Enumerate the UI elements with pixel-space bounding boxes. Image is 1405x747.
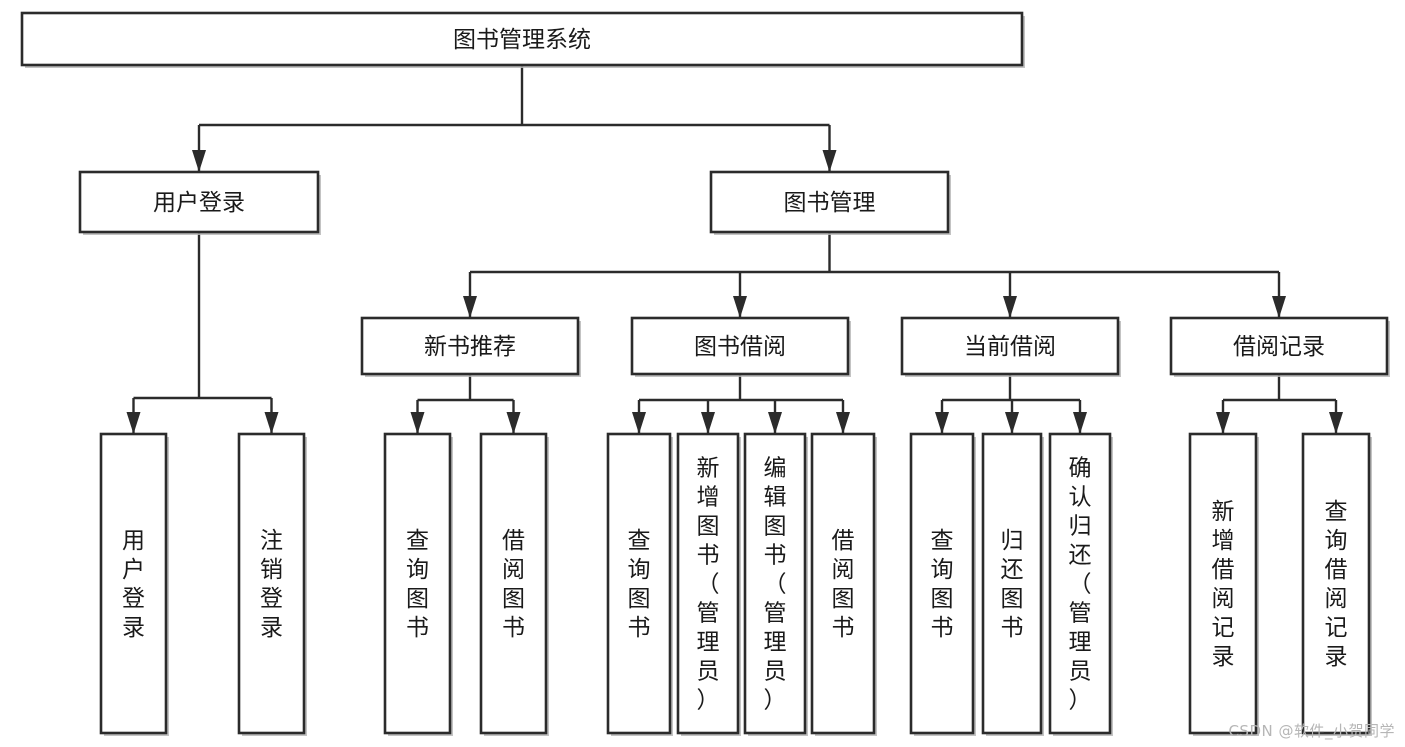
node-records[interactable]: 借阅记录 <box>1169 316 1390 377</box>
node-root[interactable]: 图书管理系统 <box>20 11 1025 68</box>
arrow-head-icon <box>410 412 425 434</box>
arrow-head-icon <box>768 412 782 434</box>
arrow-head-icon <box>192 150 206 172</box>
node-label: 用户登录 <box>153 190 245 216</box>
node-leaf-return-book[interactable]: 归还图书 <box>981 432 1044 736</box>
arrow-head-icon <box>1005 412 1019 434</box>
connector-group-root <box>192 65 837 172</box>
node-box[interactable] <box>630 316 850 376</box>
connector-group-current <box>935 374 1087 434</box>
node-label: 查询借阅记录 <box>1325 499 1348 670</box>
node-label: 借阅记录 <box>1233 334 1325 360</box>
node-bookmgmt[interactable]: 图书管理 <box>709 170 951 235</box>
arrow-head-icon <box>1329 412 1343 434</box>
node-box[interactable] <box>900 316 1120 376</box>
node-label: 当前借阅 <box>964 334 1056 360</box>
node-box[interactable] <box>1301 432 1371 735</box>
connector-group-bookmgmt <box>463 232 1286 318</box>
node-box[interactable] <box>909 432 975 735</box>
node-box[interactable] <box>709 170 950 234</box>
arrow-head-icon <box>935 412 949 434</box>
arrow-head-icon <box>1073 412 1087 434</box>
node-leaf-query-book-1[interactable]: 查询图书 <box>383 432 453 736</box>
node-login[interactable]: 用户登录 <box>78 170 321 235</box>
node-leaf-edit-book[interactable]: 编辑图书（管理员） <box>743 432 808 736</box>
node-box[interactable] <box>237 432 306 735</box>
node-label: 编辑图书（管理员） <box>764 456 787 714</box>
node-box[interactable] <box>981 432 1043 735</box>
node-box[interactable] <box>99 432 168 735</box>
node-label: 查询图书 <box>628 528 651 641</box>
node-box[interactable] <box>743 432 807 735</box>
node-label: 注销登录 <box>260 528 283 641</box>
node-box[interactable] <box>1048 432 1112 735</box>
node-label: 图书管理 <box>784 190 876 216</box>
arrow-head-icon <box>1272 296 1286 318</box>
node-box[interactable] <box>676 432 740 735</box>
arrow-head-icon <box>126 412 141 434</box>
node-current[interactable]: 当前借阅 <box>900 316 1121 377</box>
node-box[interactable] <box>1188 432 1258 735</box>
node-label: 图书管理系统 <box>453 27 591 53</box>
node-label: 新增借阅记录 <box>1212 499 1235 670</box>
node-label: 确认归还（管理员） <box>1069 456 1092 714</box>
arrow-head-icon <box>506 412 521 434</box>
node-leaf-user-login[interactable]: 用户登录 <box>99 432 169 736</box>
node-borrow[interactable]: 图书借阅 <box>630 316 851 377</box>
arrow-head-icon <box>836 412 850 434</box>
arrow-head-icon <box>1216 412 1230 434</box>
node-layer: 图书管理系统用户登录图书管理新书推荐图书借阅当前借阅借阅记录用户登录注销登录查询… <box>20 11 1390 736</box>
node-label: 新增图书（管理员） <box>697 456 720 714</box>
node-box[interactable] <box>78 170 320 234</box>
node-leaf-query-book-2[interactable]: 查询图书 <box>606 432 673 736</box>
node-leaf-borrow-book-1[interactable]: 借阅图书 <box>479 432 549 736</box>
node-box[interactable] <box>360 316 580 376</box>
node-label: 归还图书 <box>1001 528 1024 641</box>
node-box[interactable] <box>20 11 1024 67</box>
arrow-head-icon <box>822 150 837 172</box>
connector-group-borrow <box>632 374 850 434</box>
node-leaf-add-record[interactable]: 新增借阅记录 <box>1188 432 1259 736</box>
node-leaf-logout[interactable]: 注销登录 <box>237 432 307 736</box>
node-box[interactable] <box>479 432 548 735</box>
node-leaf-query-record[interactable]: 查询借阅记录 <box>1301 432 1372 736</box>
arrow-head-icon <box>733 296 747 318</box>
arrow-head-icon <box>1003 296 1017 318</box>
node-label: 查询图书 <box>931 528 954 641</box>
arrow-head-icon <box>463 296 477 318</box>
node-label: 查询图书 <box>406 528 429 641</box>
node-leaf-confirm-return[interactable]: 确认归还（管理员） <box>1048 432 1113 736</box>
node-label: 新书推荐 <box>424 334 516 360</box>
node-box[interactable] <box>383 432 452 735</box>
node-box[interactable] <box>810 432 876 735</box>
connector-group-login <box>126 232 279 434</box>
node-leaf-query-book-3[interactable]: 查询图书 <box>909 432 976 736</box>
node-newbook[interactable]: 新书推荐 <box>360 316 581 377</box>
node-leaf-add-book[interactable]: 新增图书（管理员） <box>676 432 741 736</box>
arrow-head-icon <box>264 412 279 434</box>
node-leaf-borrow-book-2[interactable]: 借阅图书 <box>810 432 877 736</box>
node-box[interactable] <box>1169 316 1389 376</box>
connector-group-records <box>1216 374 1343 434</box>
connector-group-newbook <box>410 374 521 434</box>
node-label: 图书借阅 <box>694 334 786 360</box>
connector-layer <box>126 65 1343 434</box>
watermark-text: CSDN @软件_小贺同学 <box>1228 722 1395 740</box>
node-label: 用户登录 <box>122 528 145 641</box>
arrow-head-icon <box>701 412 715 434</box>
node-label: 借阅图书 <box>832 528 855 641</box>
node-box[interactable] <box>606 432 672 735</box>
node-label: 借阅图书 <box>502 528 525 641</box>
arrow-head-icon <box>632 412 646 434</box>
